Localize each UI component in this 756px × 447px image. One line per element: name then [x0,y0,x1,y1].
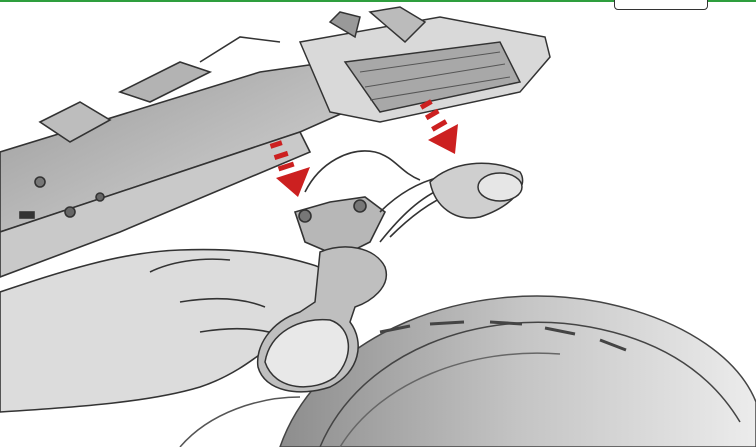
frame [0,37,345,277]
right-turn-signal [430,163,523,218]
license-plate-bracket [295,177,440,257]
